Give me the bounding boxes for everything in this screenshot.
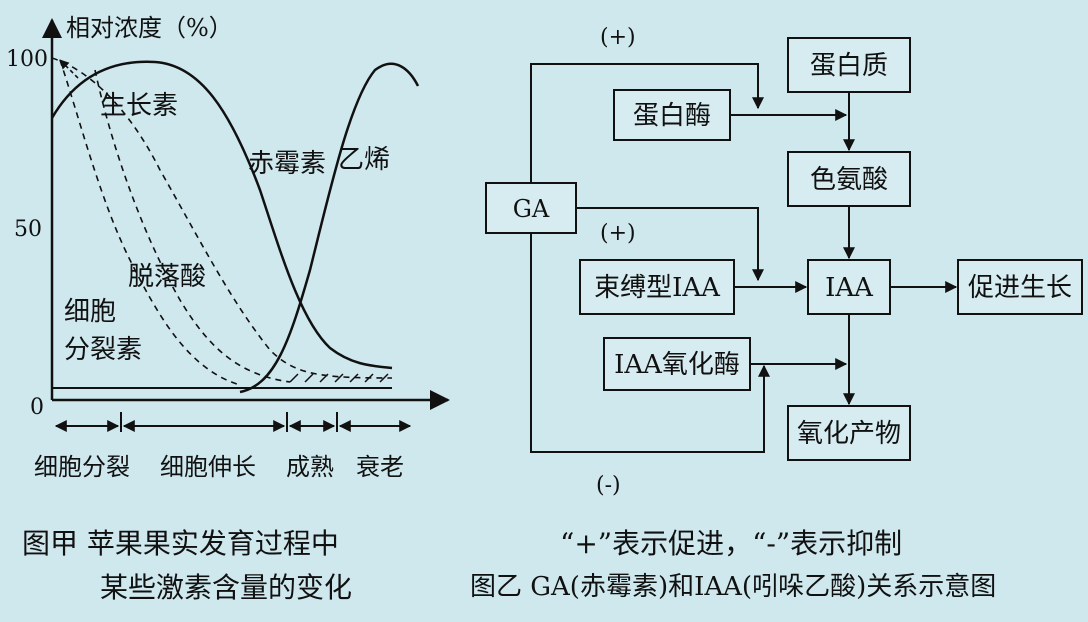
box-promote-growth: 促进生长 (957, 259, 1083, 315)
abscisic-acid-curve (51, 57, 393, 379)
svg-text:色氨酸: 色氨酸 (810, 165, 888, 195)
box-bound-iaa: 束缚型IAA (579, 259, 735, 315)
box-iaa: IAA (807, 259, 891, 315)
connectors (530, 63, 958, 453)
y-tick-50: 50 (14, 217, 42, 242)
auxin-curve (50, 60, 393, 370)
stage-ranges (54, 412, 412, 432)
y-axis-label: 相对浓度（%） (66, 14, 233, 42)
svg-text:蛋白质: 蛋白质 (810, 51, 888, 81)
stage-senescence: 衰老 (356, 453, 404, 481)
svg-text:IAA氧化酶: IAA氧化酶 (614, 350, 740, 380)
stage-cell-division: 细胞分裂 (34, 453, 130, 481)
label-cytokinin-2: 分裂素 (64, 335, 142, 365)
label-auxin: 生长素 (100, 91, 178, 121)
box-ga: GA (485, 182, 577, 234)
svg-text:氧化产物: 氧化产物 (797, 419, 901, 449)
svg-text:促进生长: 促进生长 (968, 273, 1072, 303)
box-oxidation-product: 氧化产物 (787, 405, 911, 461)
left-figure: 相对浓度（%） 100 50 0 生长素 赤霉素 乙烯 脱落酸 细胞 分裂素 (6, 14, 450, 481)
left-caption-line2: 某些激素含量的变化 (100, 571, 353, 604)
y-tick-0: 0 (30, 395, 44, 420)
box-tryptophan: 色氨酸 (787, 151, 911, 207)
right-legend-note: “+”表示促进，“-”表示抑制 (560, 527, 903, 560)
right-caption: 图乙 GA(赤霉素)和IAA(吲哚乙酸)关系示意图 (470, 572, 997, 602)
svg-text:束缚型IAA: 束缚型IAA (594, 273, 721, 303)
arrow-to-100 (59, 59, 79, 79)
left-caption-line1: 图甲 苹果果实发育过程中 (22, 527, 339, 560)
hatch-marks (289, 373, 389, 383)
svg-text:蛋白酶: 蛋白酶 (633, 101, 711, 131)
svg-text:GA: GA (513, 195, 550, 223)
box-protein: 蛋白质 (787, 37, 911, 93)
label-ethylene: 乙烯 (338, 145, 390, 175)
gibberellin-dashed-curve (59, 59, 241, 386)
stage-maturity: 成熟 (286, 453, 334, 481)
label-gibberellin: 赤霉素 (248, 149, 326, 179)
sign-plus-top: (+) (600, 25, 636, 50)
label-cytokinin-1: 细胞 (64, 297, 116, 327)
sign-minus-bottom: (-) (596, 473, 621, 498)
sign-plus-mid: (+) (600, 221, 636, 246)
label-abscisic-acid: 脱落酸 (128, 262, 206, 292)
y-tick-100: 100 (6, 47, 48, 72)
box-protease: 蛋白酶 (613, 89, 731, 141)
right-figure: GA 蛋白质 蛋白酶 色氨酸 束缚型IAA IAA 促进生长 IAA氧化酶 (485, 25, 1083, 498)
box-iaa-oxidase: IAA氧化酶 (603, 337, 751, 391)
stage-cell-elongation: 细胞伸长 (160, 453, 256, 481)
svg-text:IAA: IAA (825, 273, 874, 303)
ethylene-curve (239, 62, 420, 394)
